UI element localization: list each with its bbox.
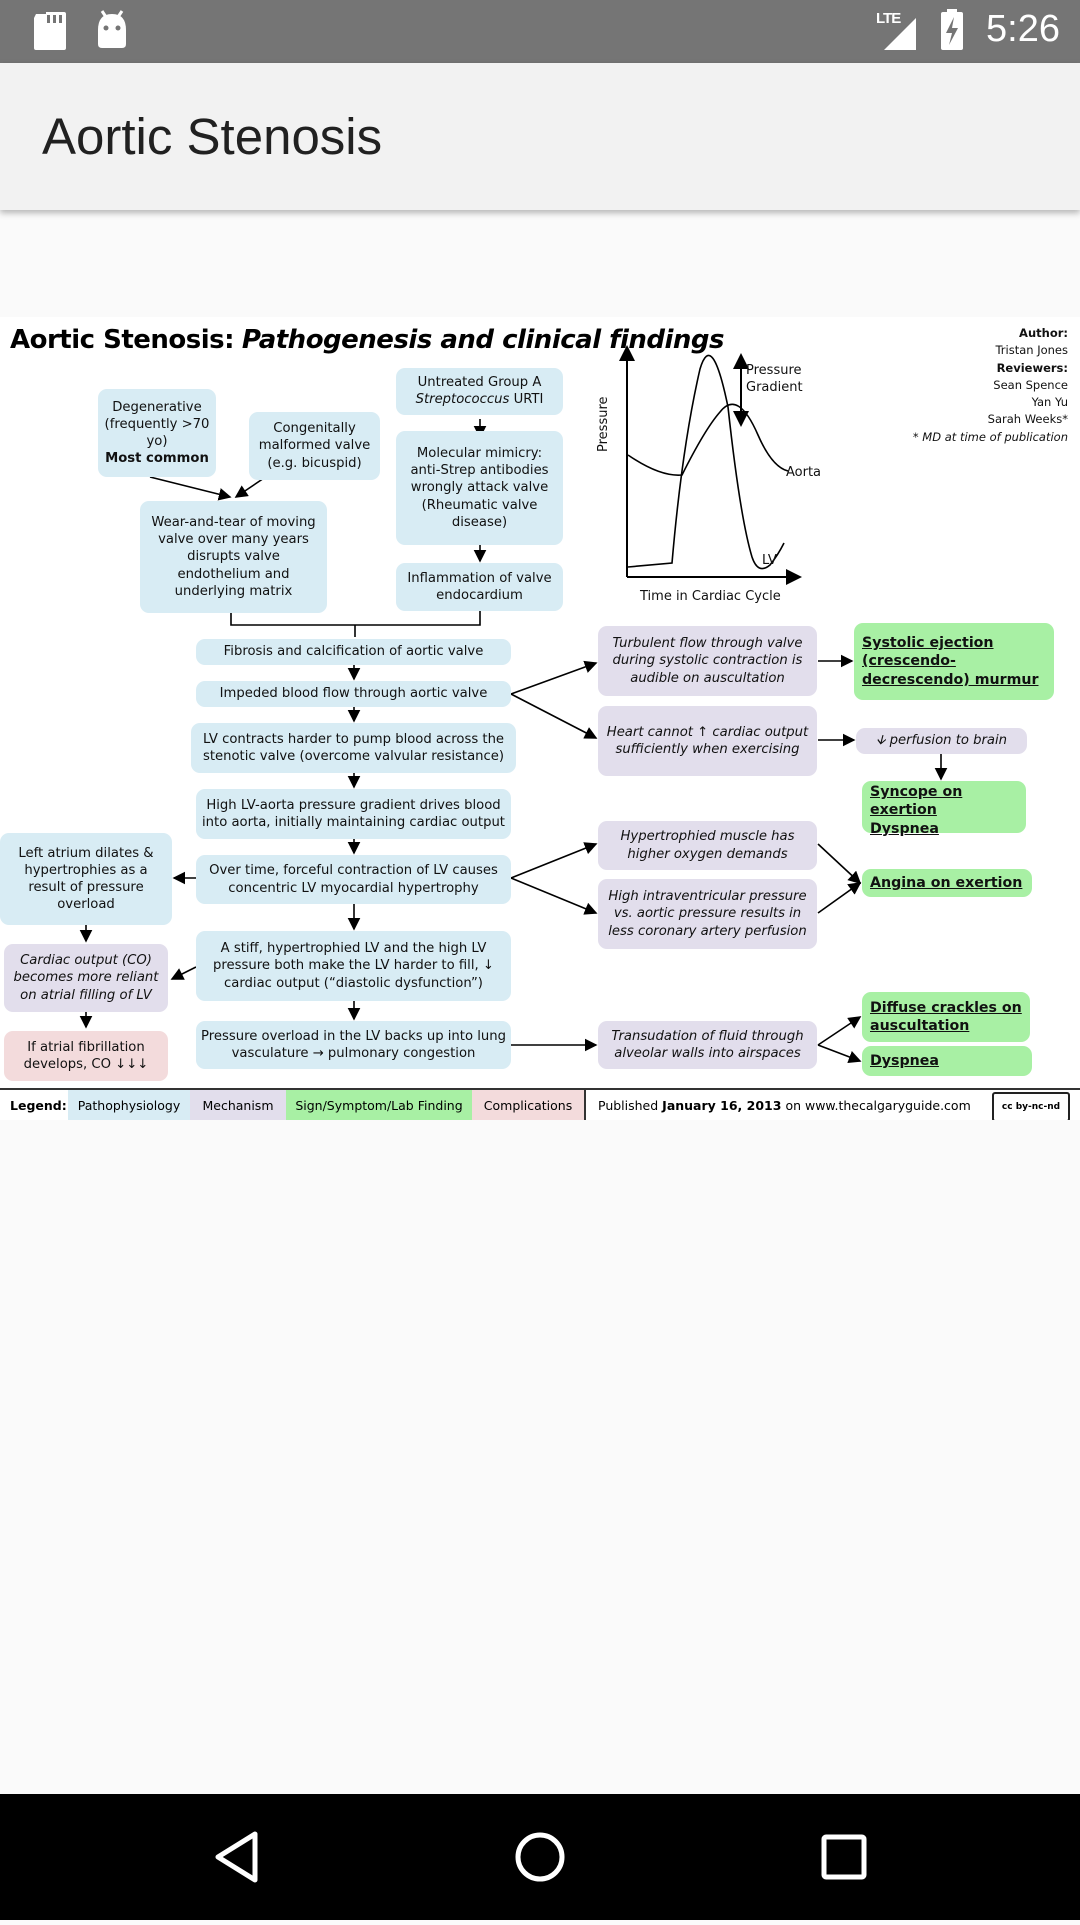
legend-pathophysiology: Pathophysiology [68, 1090, 190, 1120]
box-co-reliant: Cardiac output (CO) becomes more reliant… [4, 944, 168, 1012]
status-bar: LTE 5:26 [0, 0, 1080, 63]
box-lv-harder: LV contracts harder to pump blood across… [191, 723, 516, 773]
box-inflammation: Inflammation of valve endocardium [396, 563, 563, 611]
pressure-plot [619, 345, 802, 585]
box-congenital: Congenitally malformed valve (e.g. bicus… [249, 412, 380, 480]
legend-complications: Complications [472, 1090, 584, 1120]
credits: Author: Tristan Jones Reviewers: Sean Sp… [913, 325, 1068, 446]
box-degenerative: Degenerative (frequently >70 yo) Most co… [98, 389, 216, 477]
box-impeded-flow: Impeded blood flow through aortic valve [196, 681, 511, 707]
box-heart-cannot: Heart cannot ↑ cardiac output sufficient… [598, 706, 817, 776]
box-atrial-fibrillation: If atrial fibrillation develops, CO ↓↓↓ [4, 1031, 168, 1081]
published-prefix: Published [598, 1098, 659, 1113]
degenerative-bold: Most common [105, 451, 209, 467]
dyspnea-text: Dyspnea [870, 820, 939, 837]
box-pressure-overload: Pressure overload in the LV backs up int… [196, 1021, 511, 1069]
legend: Legend: Pathophysiology Mechanism Sign/S… [0, 1088, 1080, 1120]
box-left-atrium: Left atrium dilates & hypertrophies as a… [0, 833, 172, 925]
cc-license-icon: cc by-nc-nd [992, 1092, 1070, 1120]
strep-italic: Streptococcus [415, 392, 510, 408]
recents-button[interactable] [784, 1794, 904, 1920]
reviewer-name: Sarah Weeks* [987, 412, 1068, 427]
legend-sign: Sign/Symptom/Lab Finding [286, 1090, 472, 1120]
author-name: Tristan Jones [995, 343, 1068, 358]
box-pressure-gradient: High LV-aorta pressure gradient drives b… [196, 789, 511, 839]
network-type: LTE [876, 10, 901, 27]
strep-line-3: URTI [513, 392, 544, 408]
box-coronary-perfusion: High intraventricular pressure vs. aorti… [598, 879, 817, 949]
android-icon [98, 10, 126, 48]
box-crackles: Diffuse crackles on auscultation [862, 992, 1030, 1042]
box-lv-hypertrophy: Over time, forceful contraction of LV ca… [196, 855, 511, 904]
reviewer-name: Yan Yu [1031, 395, 1068, 409]
legend-divider [584, 1090, 586, 1120]
box-strep: Untreated Group A Streptococcus URTI [396, 368, 563, 415]
published-info: Published January 16, 2013 on www.thecal… [598, 1098, 971, 1113]
aorta-label: Aorta [786, 465, 822, 480]
box-murmur: Systolic ejection (crescendo-decrescendo… [854, 623, 1054, 700]
battery-charging-icon [941, 9, 963, 50]
box-perfusion-brain: 🡫 perfusion to brain [856, 728, 1027, 754]
navigation-bar [0, 1794, 1080, 1920]
box-dyspnea: Dyspnea [862, 1046, 1032, 1076]
diagram-title-sub: Pathogenesis and clinical findings [241, 325, 725, 355]
plot-x-label: Time in Cardiac Cycle [640, 589, 781, 604]
plot-y-label: Pressure [596, 396, 611, 452]
reviewers-label: Reviewers: [996, 360, 1068, 375]
lv-label: LV [762, 553, 777, 568]
gradient-label: Pressure Gradient [746, 363, 803, 397]
box-oxygen-demand: Hypertrophied muscle has higher oxygen d… [598, 821, 817, 870]
box-syncope: Syncope on exertion Dyspnea [862, 781, 1026, 837]
box-mimicry: Molecular mimicry: anti-Strep antibodies… [396, 431, 563, 545]
box-turbulent-flow: Turbulent flow through valve during syst… [598, 626, 817, 696]
page-title: Aortic Stenosis [42, 108, 383, 165]
diagram-title-main: Aortic Stenosis: [10, 325, 235, 355]
box-fibrosis: Fibrosis and calcification of aortic val… [196, 639, 511, 665]
author-label: Author: [1019, 326, 1068, 340]
gradient-label-2: Gradient [746, 379, 803, 395]
strep-line-1: Untreated Group A [417, 375, 542, 390]
reviewer-name: Sean Spence [993, 377, 1068, 392]
box-wear-and-tear: Wear-and-tear of moving valve over many … [140, 501, 327, 613]
diagram-image[interactable]: Aortic Stenosis: Pathogenesis and clinic… [0, 317, 1080, 1120]
sd-card-icon [34, 12, 66, 50]
published-date: January 16, 2013 [662, 1098, 782, 1113]
syncope-text: Syncope on exertion [870, 784, 963, 819]
credits-footnote: * MD at time of publication [912, 429, 1068, 444]
home-button[interactable] [480, 1794, 600, 1920]
clock: 5:26 [986, 8, 1060, 50]
gradient-label-1: Pressure [746, 363, 802, 378]
signal-icon [884, 18, 916, 50]
legend-label: Legend: [10, 1098, 67, 1113]
legend-mechanism: Mechanism [190, 1090, 286, 1120]
app-bar: Aortic Stenosis [0, 63, 1080, 210]
home-icon [515, 1832, 565, 1882]
diagram-title: Aortic Stenosis: Pathogenesis and clinic… [10, 325, 725, 355]
recents-icon [821, 1834, 867, 1880]
back-icon [215, 1831, 258, 1883]
back-button[interactable] [176, 1794, 296, 1920]
box-stiff-lv: A stiff, hypertrophied LV and the high L… [196, 931, 511, 1001]
box-angina: Angina on exertion [862, 869, 1032, 897]
box-transudation: Transudation of fluid through alveolar w… [598, 1021, 817, 1069]
published-site: on www.thecalgaryguide.com [785, 1098, 971, 1113]
degenerative-text: Degenerative (frequently >70 yo) [104, 399, 210, 449]
